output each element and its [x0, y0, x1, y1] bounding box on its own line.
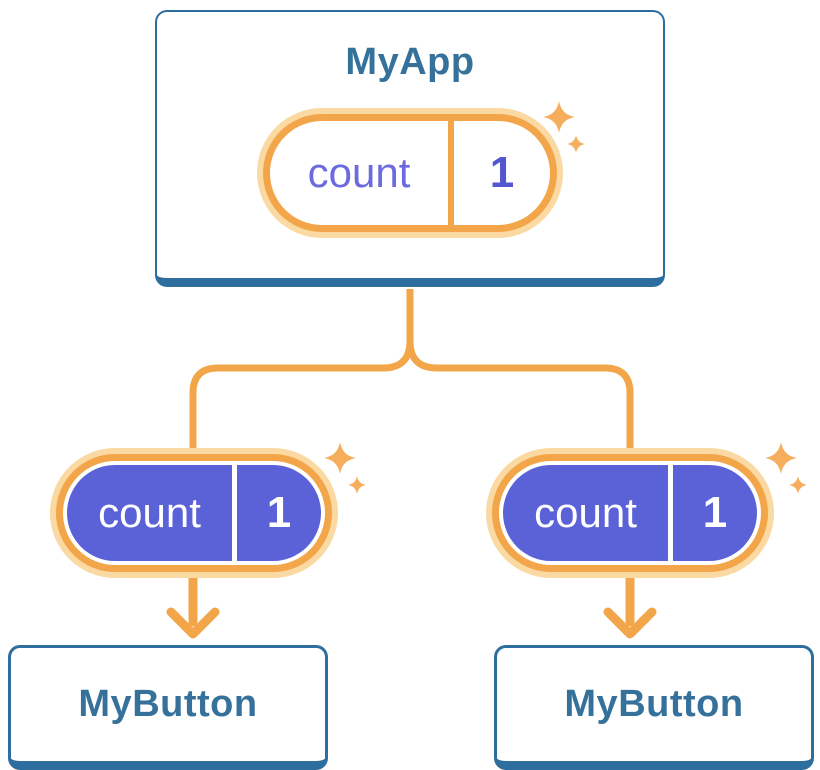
connector-branch-right — [406, 289, 634, 456]
component-title: MyButton — [564, 682, 744, 725]
pill-divider — [668, 465, 673, 561]
component-title: MyButton — [78, 682, 258, 725]
state-name-label: count — [534, 489, 637, 536]
state-pill-right: count 1 — [486, 448, 774, 578]
state-name-label: count — [98, 489, 201, 536]
pill-divider — [448, 121, 454, 225]
state-value: 1 — [489, 148, 515, 197]
state-value: 1 — [702, 488, 728, 537]
state-value: 1 — [266, 488, 292, 537]
pill-ring: count 1 — [263, 114, 557, 232]
arrow-down-icon — [166, 569, 220, 639]
sparkles-icon — [765, 442, 807, 494]
pill-ring: count 1 — [56, 454, 332, 572]
connector-branch-left — [189, 289, 414, 456]
pill-ring: count 1 — [492, 454, 768, 572]
pill-divider — [232, 465, 237, 561]
state-pill-root: count 1 — [257, 108, 563, 238]
state-name-label: count — [307, 149, 411, 196]
mybutton-component-card-right: MyButton — [494, 645, 814, 770]
mybutton-component-card-left: MyButton — [8, 645, 328, 770]
arrow-down-icon — [603, 569, 657, 639]
component-title: MyApp — [345, 41, 475, 83]
state-pill-left: count 1 — [50, 448, 338, 578]
